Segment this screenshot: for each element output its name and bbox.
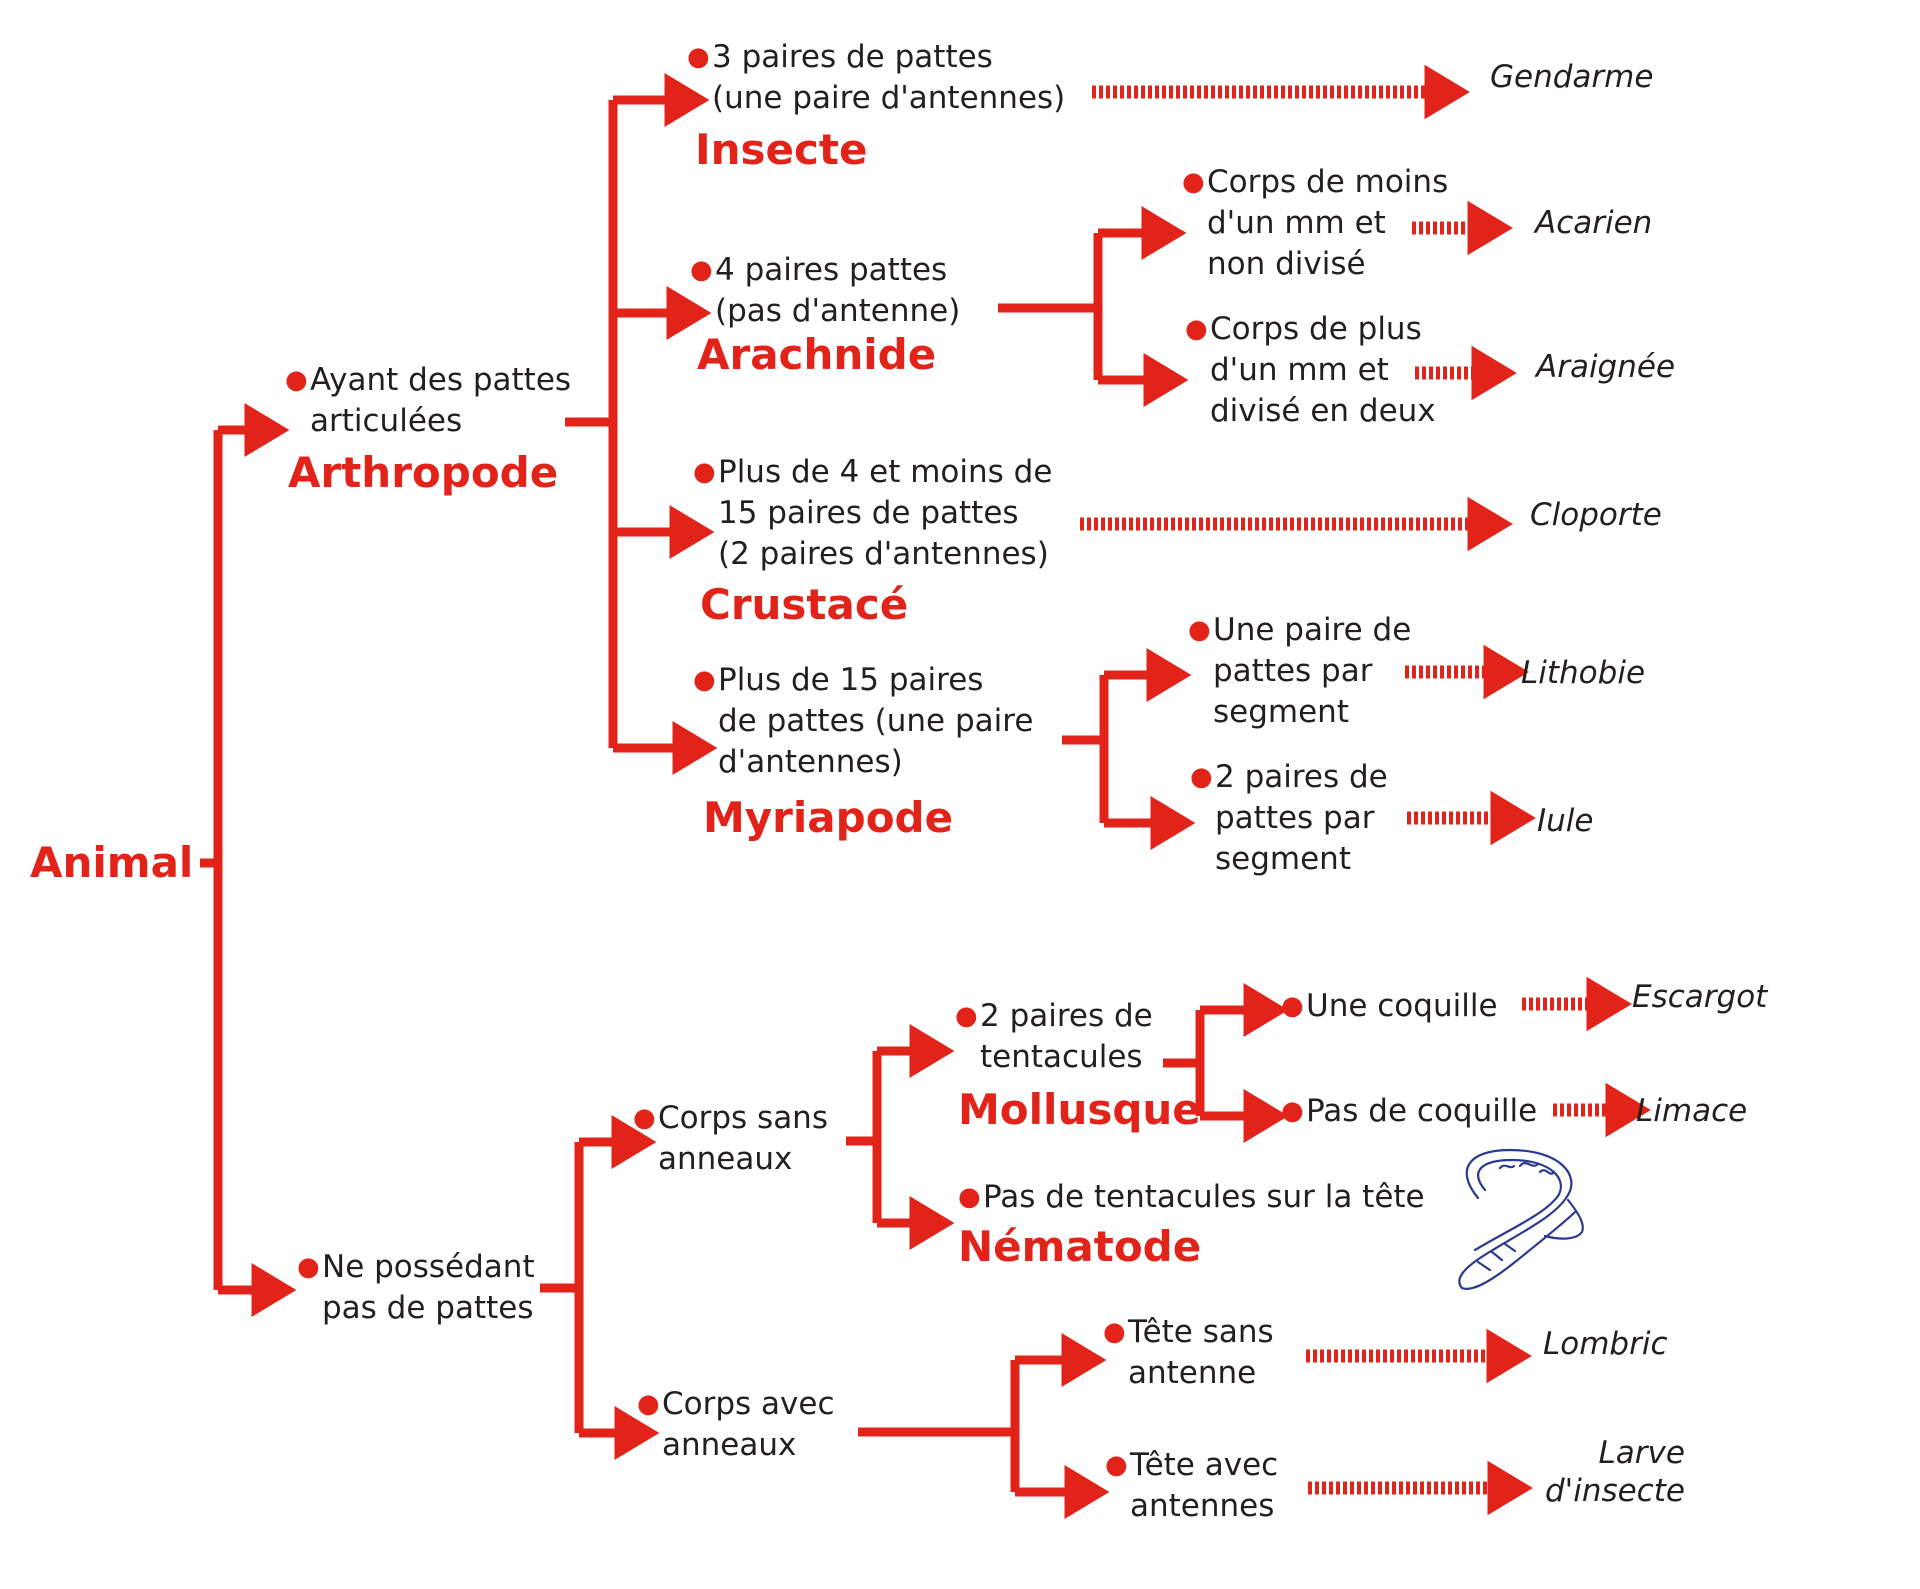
leaf-lombric: Lombric [1543, 1326, 1668, 1362]
leaf-limace: Limace [1636, 1093, 1748, 1129]
desc-iule: ●2 paires de pattes par segment [1190, 759, 1388, 877]
group-mollusque: Mollusque [958, 1085, 1201, 1134]
desc-larve: ●Tête avec antennes [1105, 1447, 1279, 1524]
leaf-acarien: Acarien [1535, 205, 1653, 241]
desc-crustace: ●Plus de 4 et moins de 15 paires de patt… [693, 454, 1053, 572]
desc-lithobie: ●Une paire de pattes par segment [1188, 612, 1412, 730]
desc-acarien: ●Corps de moins d'un mm et non divisé [1182, 164, 1449, 282]
desc-pattes-articulees: ●Ayant des pattes articulées [285, 362, 572, 439]
group-arthropode: Arthropode [288, 448, 559, 497]
leaf-gendarme: Gendarme [1490, 59, 1654, 95]
desc-insecte: ●3 paires de pattes (une paire d'antenne… [687, 39, 1066, 116]
desc-corps-avec-anneaux: ●Corps avec anneaux [637, 1386, 835, 1463]
desc-corps-sans-anneaux: ●Corps sans anneaux [633, 1100, 828, 1177]
desc-limace: ●Pas de coquille [1281, 1093, 1538, 1129]
leaf-larve-insecte: Larve d'insecte [1545, 1435, 1685, 1509]
desc-myriapode: ●Plus de 15 paires de pattes (une paire … [693, 662, 1034, 780]
group-crustace: Crustacé [700, 580, 909, 629]
desc-araignee: ●Corps de plus d'un mm et divisé en deux [1185, 311, 1436, 429]
desc-mollusque: ●2 paires de tentacules [955, 998, 1153, 1075]
desc-escargot: ●Une coquille [1281, 988, 1498, 1024]
desc-nematode: ●Pas de tentacules sur la tête [958, 1179, 1425, 1215]
desc-arachnide: ●4 paires pattes (pas d'antenne) [690, 252, 961, 329]
leaf-escargot: Escargot [1632, 979, 1768, 1015]
leaf-iule: Iule [1537, 803, 1594, 839]
group-myriapode: Myriapode [703, 793, 954, 842]
leaf-lithobie: Lithobie [1521, 655, 1646, 691]
leaf-cloporte: Cloporte [1530, 497, 1662, 533]
nematode-illustration [1458, 1148, 1584, 1290]
leaf-araignee: Araignée [1536, 349, 1676, 385]
root-animal: Animal [30, 838, 194, 887]
group-nematode: Nématode [958, 1222, 1202, 1271]
desc-lombric: ●Tête sans antenne [1103, 1314, 1274, 1391]
desc-sans-pattes: ●Ne possédant pas de pattes [297, 1249, 535, 1326]
group-insecte: Insecte [695, 125, 868, 174]
group-arachnide: Arachnide [697, 330, 937, 379]
